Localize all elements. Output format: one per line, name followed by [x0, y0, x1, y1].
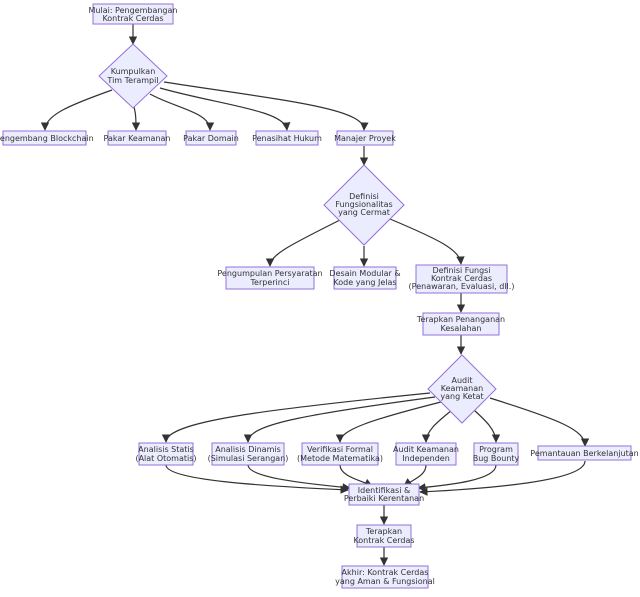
node-formal-verification-line-2: (Metode Matematika)	[297, 454, 383, 463]
decision-audit-line-3: yang Ketat	[440, 392, 483, 401]
node-end-line-2: yang Aman & Fungsional	[335, 577, 435, 586]
node-function-definition-line-3: (Penawaran, Evaluasi, dll.)	[409, 282, 515, 291]
edge-monitoring-fix	[419, 460, 586, 496]
edge-define-functions	[389, 218, 465, 265]
node-start-line-1: Mulai: Pengembangan	[89, 6, 178, 15]
nodes: Mulai: Pengembangan Kontrak Cerdas Kumpu…	[0, 3, 639, 589]
node-requirements-line-2: Terperinci	[250, 278, 290, 287]
node-static-analysis: Analisis Statis (Alat Otomatis)	[135, 442, 197, 466]
node-blockchain-developer: Pengembang Blockchain	[0, 130, 94, 146]
node-blockchain-developer-label: Pengembang Blockchain	[0, 134, 94, 143]
node-independent-audit-line-1: Audit Keamanan	[393, 445, 459, 454]
node-requirements-line-1: Pengumpulan Persyaratan	[217, 269, 322, 278]
node-security-expert-label: Pakar Keamanan	[103, 134, 170, 143]
node-deploy-contract: Terapkan Kontrak Cerdas	[353, 524, 415, 548]
decision-audit: Audit Keamanan yang Ketat	[427, 354, 497, 424]
decision-team: Kumpulkan Tim Terampil	[98, 43, 168, 109]
node-error-handling-line-1: Terapkan Penanganan	[416, 315, 505, 324]
node-dynamic-analysis: Analisis Dinamis (Simulasi Serangan)	[208, 442, 289, 466]
decision-define: Definisi Fungsionalitas yang Cermat	[323, 164, 405, 246]
decision-audit-line-2: Keamanan	[441, 384, 483, 393]
node-fix-vulnerabilities-line-1: Identifikasi &	[358, 486, 410, 495]
decision-define-line-1: Definisi	[349, 192, 379, 201]
edge-audit-bounty	[473, 409, 501, 443]
node-dynamic-analysis-line-1: Analisis Dinamis	[215, 445, 281, 454]
node-formal-verification-line-1: Verifikasi Formal	[307, 445, 373, 454]
node-domain-expert: Pakar Domain	[183, 130, 239, 146]
node-dynamic-analysis-line-2: (Simulasi Serangan)	[208, 454, 289, 463]
decision-define-line-3: yang Cermat	[338, 208, 390, 217]
edge-team-legal	[159, 87, 291, 131]
node-continuous-monitoring-label: Pemantauan Berkelanjutan	[530, 449, 638, 458]
node-bug-bounty-line-2: Bug Bounty	[473, 454, 520, 463]
edge-audit-monitoring	[489, 397, 590, 447]
node-deploy-contract-line-2: Kontrak Cerdas	[353, 536, 414, 545]
edge-audit-independent	[421, 409, 453, 443]
node-fix-vulnerabilities: Identifikasi & Perbaiki Kerentanan	[344, 483, 424, 506]
decision-audit-line-1: Audit	[452, 376, 473, 385]
node-modular-design-line-1: Desain Modular &	[329, 269, 400, 278]
node-deploy-contract-line-1: Terapkan	[365, 527, 402, 536]
edge-formal-fix	[339, 464, 373, 487]
node-static-analysis-line-1: Analisis Statis	[138, 445, 194, 454]
edge-define-requirements	[265, 219, 341, 267]
decision-team-line-1: Kumpulkan	[111, 67, 156, 76]
node-modular-design-line-2: Kode yang Jelas	[333, 278, 396, 287]
node-modular-design: Desain Modular & Kode yang Jelas	[329, 266, 401, 290]
decision-define-line-2: Fungsionalitas	[335, 200, 392, 209]
node-legal-advisor-label: Penasihat Hukum	[252, 134, 322, 143]
node-error-handling-line-2: Kesalahan	[440, 324, 481, 333]
node-function-definition: Definisi Fungsi Kontrak Cerdas (Penawara…	[409, 264, 515, 294]
edge-static-fix	[165, 464, 349, 494]
node-start: Mulai: Pengembangan Kontrak Cerdas	[89, 3, 178, 25]
node-independent-audit-line-2: Independen	[402, 454, 450, 463]
node-project-manager-label: Manajer Proyek	[334, 134, 396, 143]
edge-team-domain	[149, 93, 215, 131]
node-static-analysis-line-2: (Alat Otomatis)	[135, 454, 196, 463]
node-security-expert: Pakar Keamanan	[103, 130, 171, 146]
decision-team-line-2: Tim Terampil	[106, 76, 158, 85]
edge-independent-fix	[403, 464, 427, 487]
node-independent-audit: Audit Keamanan Independen	[393, 442, 459, 466]
node-requirements: Pengumpulan Persyaratan Terperinci	[217, 266, 323, 290]
edge-audit-static	[161, 392, 431, 443]
edge-team-pm	[163, 81, 369, 131]
edge-team-blockchain	[40, 89, 113, 131]
edges	[40, 24, 590, 566]
node-function-definition-line-2: Kontrak Cerdas	[431, 274, 492, 283]
node-start-line-2: Kontrak Cerdas	[102, 14, 163, 23]
node-bug-bounty: Program Bug Bounty	[473, 442, 520, 466]
node-end-line-1: Akhir: Kontrak Cerdas	[342, 568, 429, 577]
node-domain-expert-label: Pakar Domain	[183, 134, 239, 143]
node-end: Akhir: Kontrak Cerdas yang Aman & Fungsi…	[335, 565, 435, 589]
node-function-definition-line-1: Definisi Fungsi	[432, 266, 490, 275]
node-bug-bounty-line-1: Program	[479, 445, 513, 454]
edge-audit-formal	[335, 401, 442, 443]
edge-dynamic-fix	[247, 464, 351, 492]
node-continuous-monitoring: Pemantauan Berkelanjutan	[530, 445, 639, 461]
edge-bounty-fix	[417, 464, 497, 492]
node-legal-advisor: Penasihat Hukum	[252, 130, 322, 146]
node-error-handling: Terapkan Penanganan Kesalahan	[416, 312, 505, 336]
node-project-manager: Manajer Proyek	[334, 130, 396, 146]
node-formal-verification: Verifikasi Formal (Metode Matematika)	[297, 442, 383, 466]
node-fix-vulnerabilities-line-2: Perbaiki Kerentanan	[344, 494, 424, 503]
edge-audit-dynamic	[243, 396, 436, 443]
